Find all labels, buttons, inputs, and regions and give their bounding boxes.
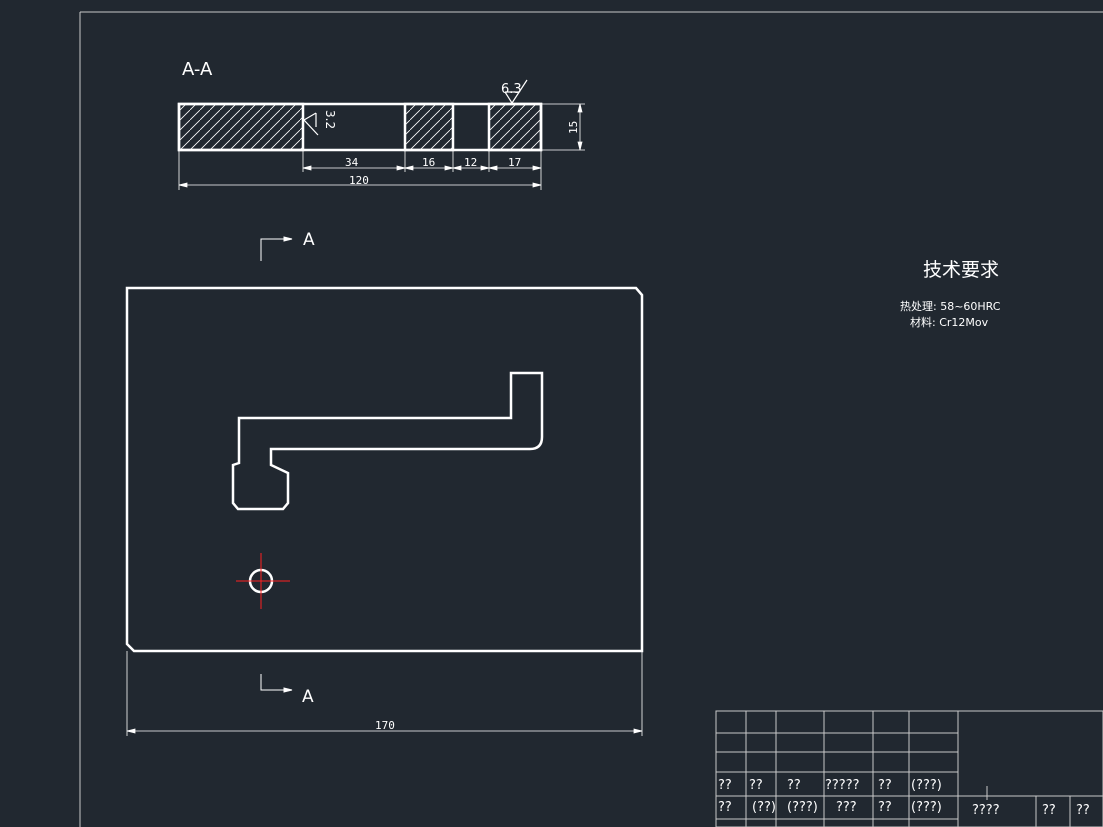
tb-r2c2: (??) [752, 800, 776, 815]
tb-r1c6: (???) [911, 778, 942, 793]
tb-r2c5: ?? [878, 800, 892, 815]
plan-view [125, 286, 644, 653]
title-block-grid [715, 710, 1103, 827]
tb-right-1: ???? [972, 803, 1000, 818]
tech-req-material: 材料: Cr12Mov [910, 315, 989, 329]
tb-r1c1: ?? [718, 778, 732, 793]
section-hatch-3 [487, 102, 543, 152]
tech-req-heat: 热处理: 58~60HRC [900, 300, 1001, 313]
roughness-inner-value: 3.2 [323, 110, 337, 129]
roughness-top-value: 6.3 [501, 82, 522, 97]
tb-right-3: ?? [1076, 803, 1090, 818]
slot-outline [231, 371, 544, 511]
hole-centerline [236, 553, 290, 609]
section-dimension-lines [178, 103, 585, 190]
plate-outline [125, 286, 644, 653]
section-marker-top [260, 236, 293, 261]
section-marker-top-label: A [303, 230, 315, 250]
roughness-symbol-inner [303, 112, 319, 136]
tb-r2c6: (???) [911, 800, 942, 815]
tb-r1c5: ?? [878, 778, 892, 793]
tb-r2c3: (???) [787, 800, 818, 815]
tb-r1c3: ?? [787, 778, 801, 793]
dim-12: 12 [464, 156, 477, 169]
dim-170: 170 [375, 719, 395, 732]
section-view [177, 102, 543, 152]
section-hatch-2 [403, 102, 455, 152]
dim-34: 34 [345, 156, 359, 169]
dim-16: 16 [422, 156, 435, 169]
section-title: A-A [182, 59, 213, 80]
tb-r2c1: ?? [718, 800, 732, 815]
tb-r2c4: ??? [836, 800, 857, 815]
tech-req-title: 技术要求 [923, 259, 999, 281]
section-hatch-1 [177, 102, 305, 152]
section-marker-bottom [260, 674, 293, 693]
roughness-symbol-top [504, 79, 528, 105]
dim-15: 15 [567, 121, 580, 134]
section-marker-bottom-label: A [302, 687, 314, 707]
dim-120: 120 [349, 174, 369, 187]
tb-r1c2: ?? [749, 778, 763, 793]
dim-17: 17 [508, 156, 521, 169]
title-block-text: ?? ?? ?? ????? ?? (???) ?? (??) (???) ??… [718, 778, 1090, 818]
plan-dimension-lines [126, 651, 643, 736]
tb-r1c4: ????? [825, 778, 860, 793]
tb-right-2: ?? [1042, 803, 1056, 818]
drawing-frame [79, 11, 1103, 827]
